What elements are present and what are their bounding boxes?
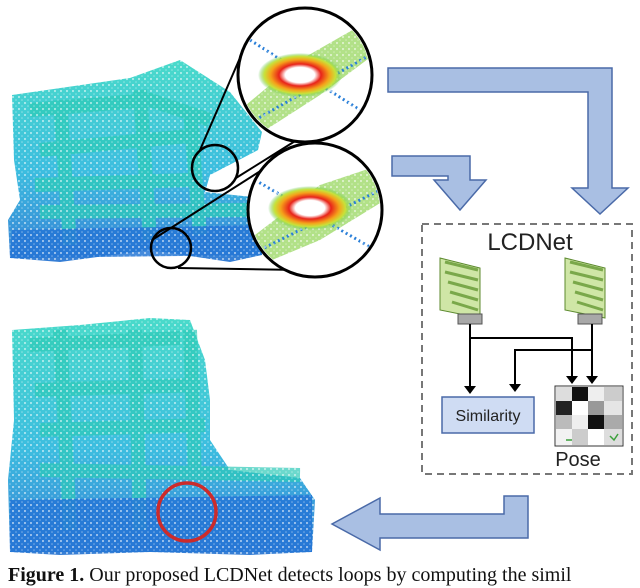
arrow-heads <box>464 376 598 394</box>
zoom-view-lower <box>246 141 384 279</box>
zoom-source-circle-upper <box>190 143 240 193</box>
pose-label: Pose <box>555 449 601 471</box>
similarity-label: Similarity <box>456 408 521 425</box>
arrow-upper-to-encoder <box>387 67 630 216</box>
encoder-left-icon <box>439 257 483 325</box>
zoom-view-upper <box>236 6 374 144</box>
top-point-cloud-map <box>8 60 264 262</box>
arrow-output-to-map <box>330 495 529 552</box>
figure-label: Figure 1. <box>8 564 85 586</box>
encoder-right-icon <box>564 257 606 325</box>
caption-text: Our proposed LCDNet detects loops by com… <box>89 564 572 586</box>
bottom-point-cloud-map <box>8 318 318 558</box>
arrow-lower-to-encoder <box>391 155 488 212</box>
network-connectors <box>469 324 593 388</box>
pose-matrix-icon <box>554 385 624 447</box>
similarity-box <box>441 396 535 434</box>
lcdnet-title: LCDNet <box>487 229 573 256</box>
lcdnet-module-box <box>421 223 633 475</box>
loop-detection-circle <box>156 481 218 543</box>
block-arrows <box>330 67 630 552</box>
figure-caption: Figure 1. Our proposed LCDNet detects lo… <box>8 562 640 588</box>
